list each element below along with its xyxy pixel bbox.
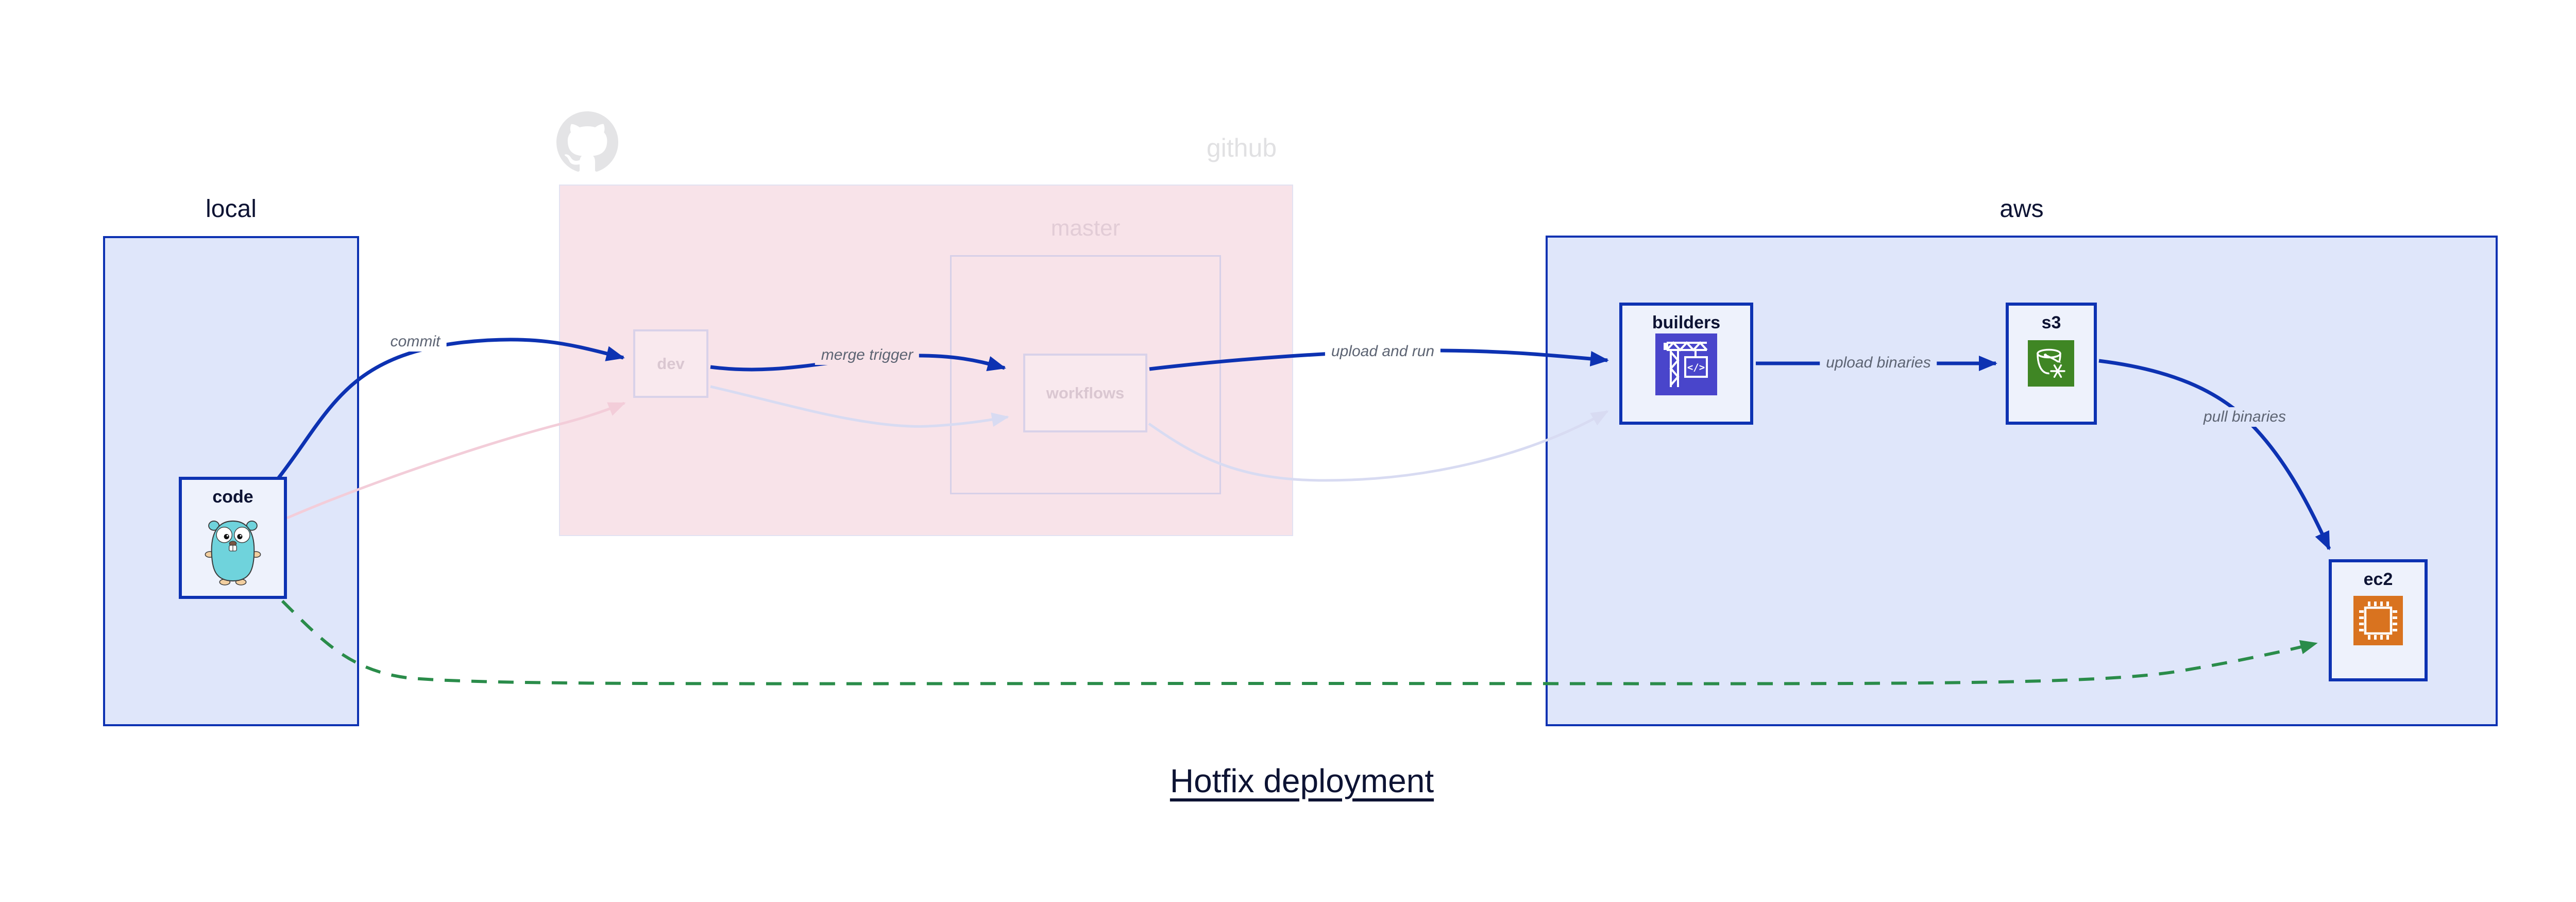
node-ec2: ec2 [2329, 559, 2428, 681]
node-code-label: code [212, 487, 253, 507]
diagram-title: Hotfix deployment [0, 762, 2576, 800]
edge-dev-workflows-faded [710, 385, 1009, 428]
node-builders-label: builders [1652, 313, 1721, 332]
ec2-chip-icon [2353, 596, 2403, 645]
edge-code-dev-faded [286, 402, 626, 520]
aws-label: aws [1999, 195, 2044, 223]
diagram-title-text: Hotfix deployment [1170, 762, 1434, 799]
node-dev-label: dev [657, 354, 685, 373]
edge-label-upload-binaries: upload binaries [1820, 353, 1937, 373]
github-logo-icon [556, 111, 618, 172]
edge-label-commit: commit [384, 332, 447, 352]
edge-workflows-builders-faded [1148, 410, 1609, 482]
node-ec2-label: ec2 [2363, 570, 2393, 589]
go-gopher-icon [205, 520, 261, 586]
node-s3-label: s3 [2041, 313, 2061, 332]
node-dev: dev [633, 329, 708, 398]
s3-glacier-bucket-icon [2028, 340, 2074, 387]
edge-label-upload-and-run: upload and run [1325, 342, 1441, 361]
local-label: local [206, 195, 257, 223]
svg-text:</>: </> [1687, 362, 1705, 373]
master-label: master [1050, 215, 1121, 241]
edge-s3-ec2 [2098, 359, 2331, 550]
github-label: github [1206, 133, 1277, 162]
edge-label-merge-trigger: merge trigger [815, 345, 920, 365]
aws-codebuild-icon: </> [1655, 333, 1717, 395]
edge-label-pull-binaries: pull binaries [2197, 407, 2293, 427]
node-workflows: workflows [1023, 354, 1147, 432]
node-workflows-label: workflows [1046, 383, 1125, 402]
edge-code-ec2-hotfix [281, 599, 2318, 686]
master-container [950, 255, 1221, 494]
